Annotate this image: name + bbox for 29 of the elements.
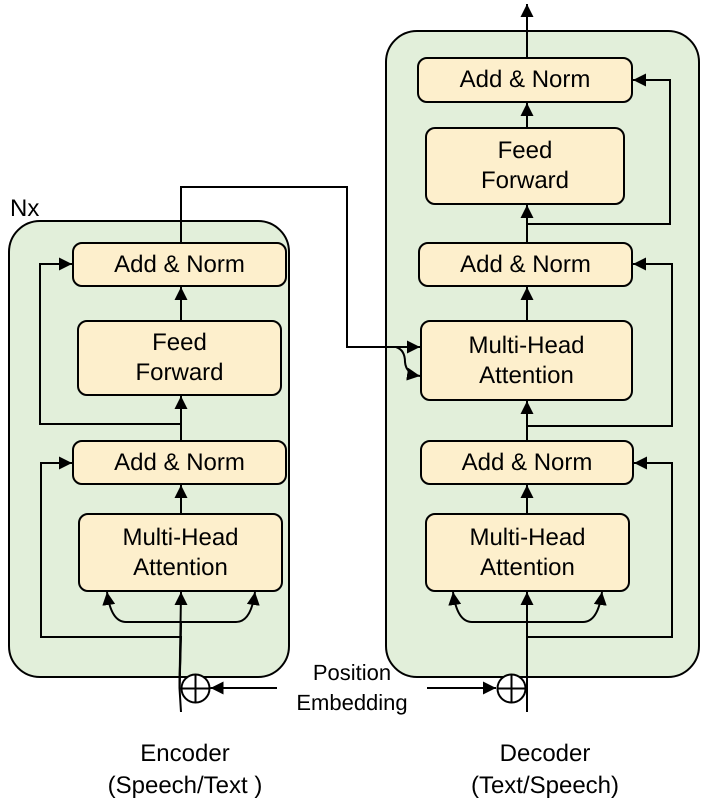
text-label: Position Embedding bbox=[277, 658, 427, 718]
process-box: Add & Norm bbox=[72, 440, 287, 485]
process-box: Add & Norm bbox=[72, 242, 287, 287]
process-box: Feed Forward bbox=[77, 320, 282, 396]
arrow bbox=[520, 485, 534, 513]
arrow bbox=[520, 287, 534, 320]
arrow bbox=[520, 103, 534, 127]
arrow bbox=[210, 682, 277, 694]
process-box: Multi-Head Attention bbox=[420, 320, 633, 401]
process-box: Feed Forward bbox=[425, 127, 625, 205]
arrow bbox=[174, 287, 188, 320]
sum-circle bbox=[496, 672, 527, 704]
process-box: Add & Norm bbox=[420, 440, 634, 485]
connector-line bbox=[178, 688, 182, 712]
arrow bbox=[174, 485, 188, 513]
arrow bbox=[526, 258, 673, 440]
arrow bbox=[520, 4, 534, 57]
connector-line bbox=[526, 688, 528, 712]
node-label: Decoder (Text/Speech) bbox=[470, 739, 620, 801]
process-box: Multi-Head Attention bbox=[78, 513, 283, 592]
arrow bbox=[526, 74, 671, 242]
node-label: Encoder (Speech/Text ) bbox=[106, 739, 264, 801]
sum-circle bbox=[180, 672, 210, 704]
process-box: Add & Norm bbox=[417, 57, 633, 103]
group-heading: Nx bbox=[10, 196, 40, 222]
process-box: Add & Norm bbox=[418, 242, 633, 287]
process-box: Multi-Head Attention bbox=[425, 513, 630, 592]
arrow bbox=[39, 258, 182, 440]
arrow bbox=[427, 682, 496, 694]
